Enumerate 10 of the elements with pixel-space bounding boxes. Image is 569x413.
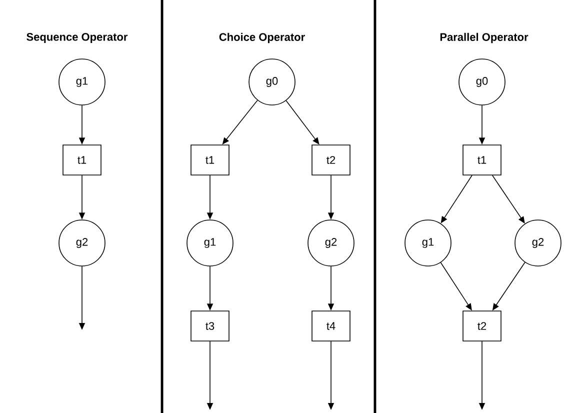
transition-box: t1 bbox=[62, 144, 102, 176]
column-title: Sequence Operator bbox=[26, 33, 128, 43]
transition-box: t1 bbox=[462, 144, 502, 176]
transition-box: t2 bbox=[312, 144, 350, 176]
column-title: Parallel Operator bbox=[440, 32, 528, 44]
column-title: Choice Operator bbox=[219, 32, 305, 44]
transition-box: t2 bbox=[462, 310, 502, 342]
transition-box: t1 bbox=[190, 144, 230, 176]
transition-box: t3 bbox=[190, 310, 230, 342]
transition-box: t4 bbox=[312, 310, 350, 342]
